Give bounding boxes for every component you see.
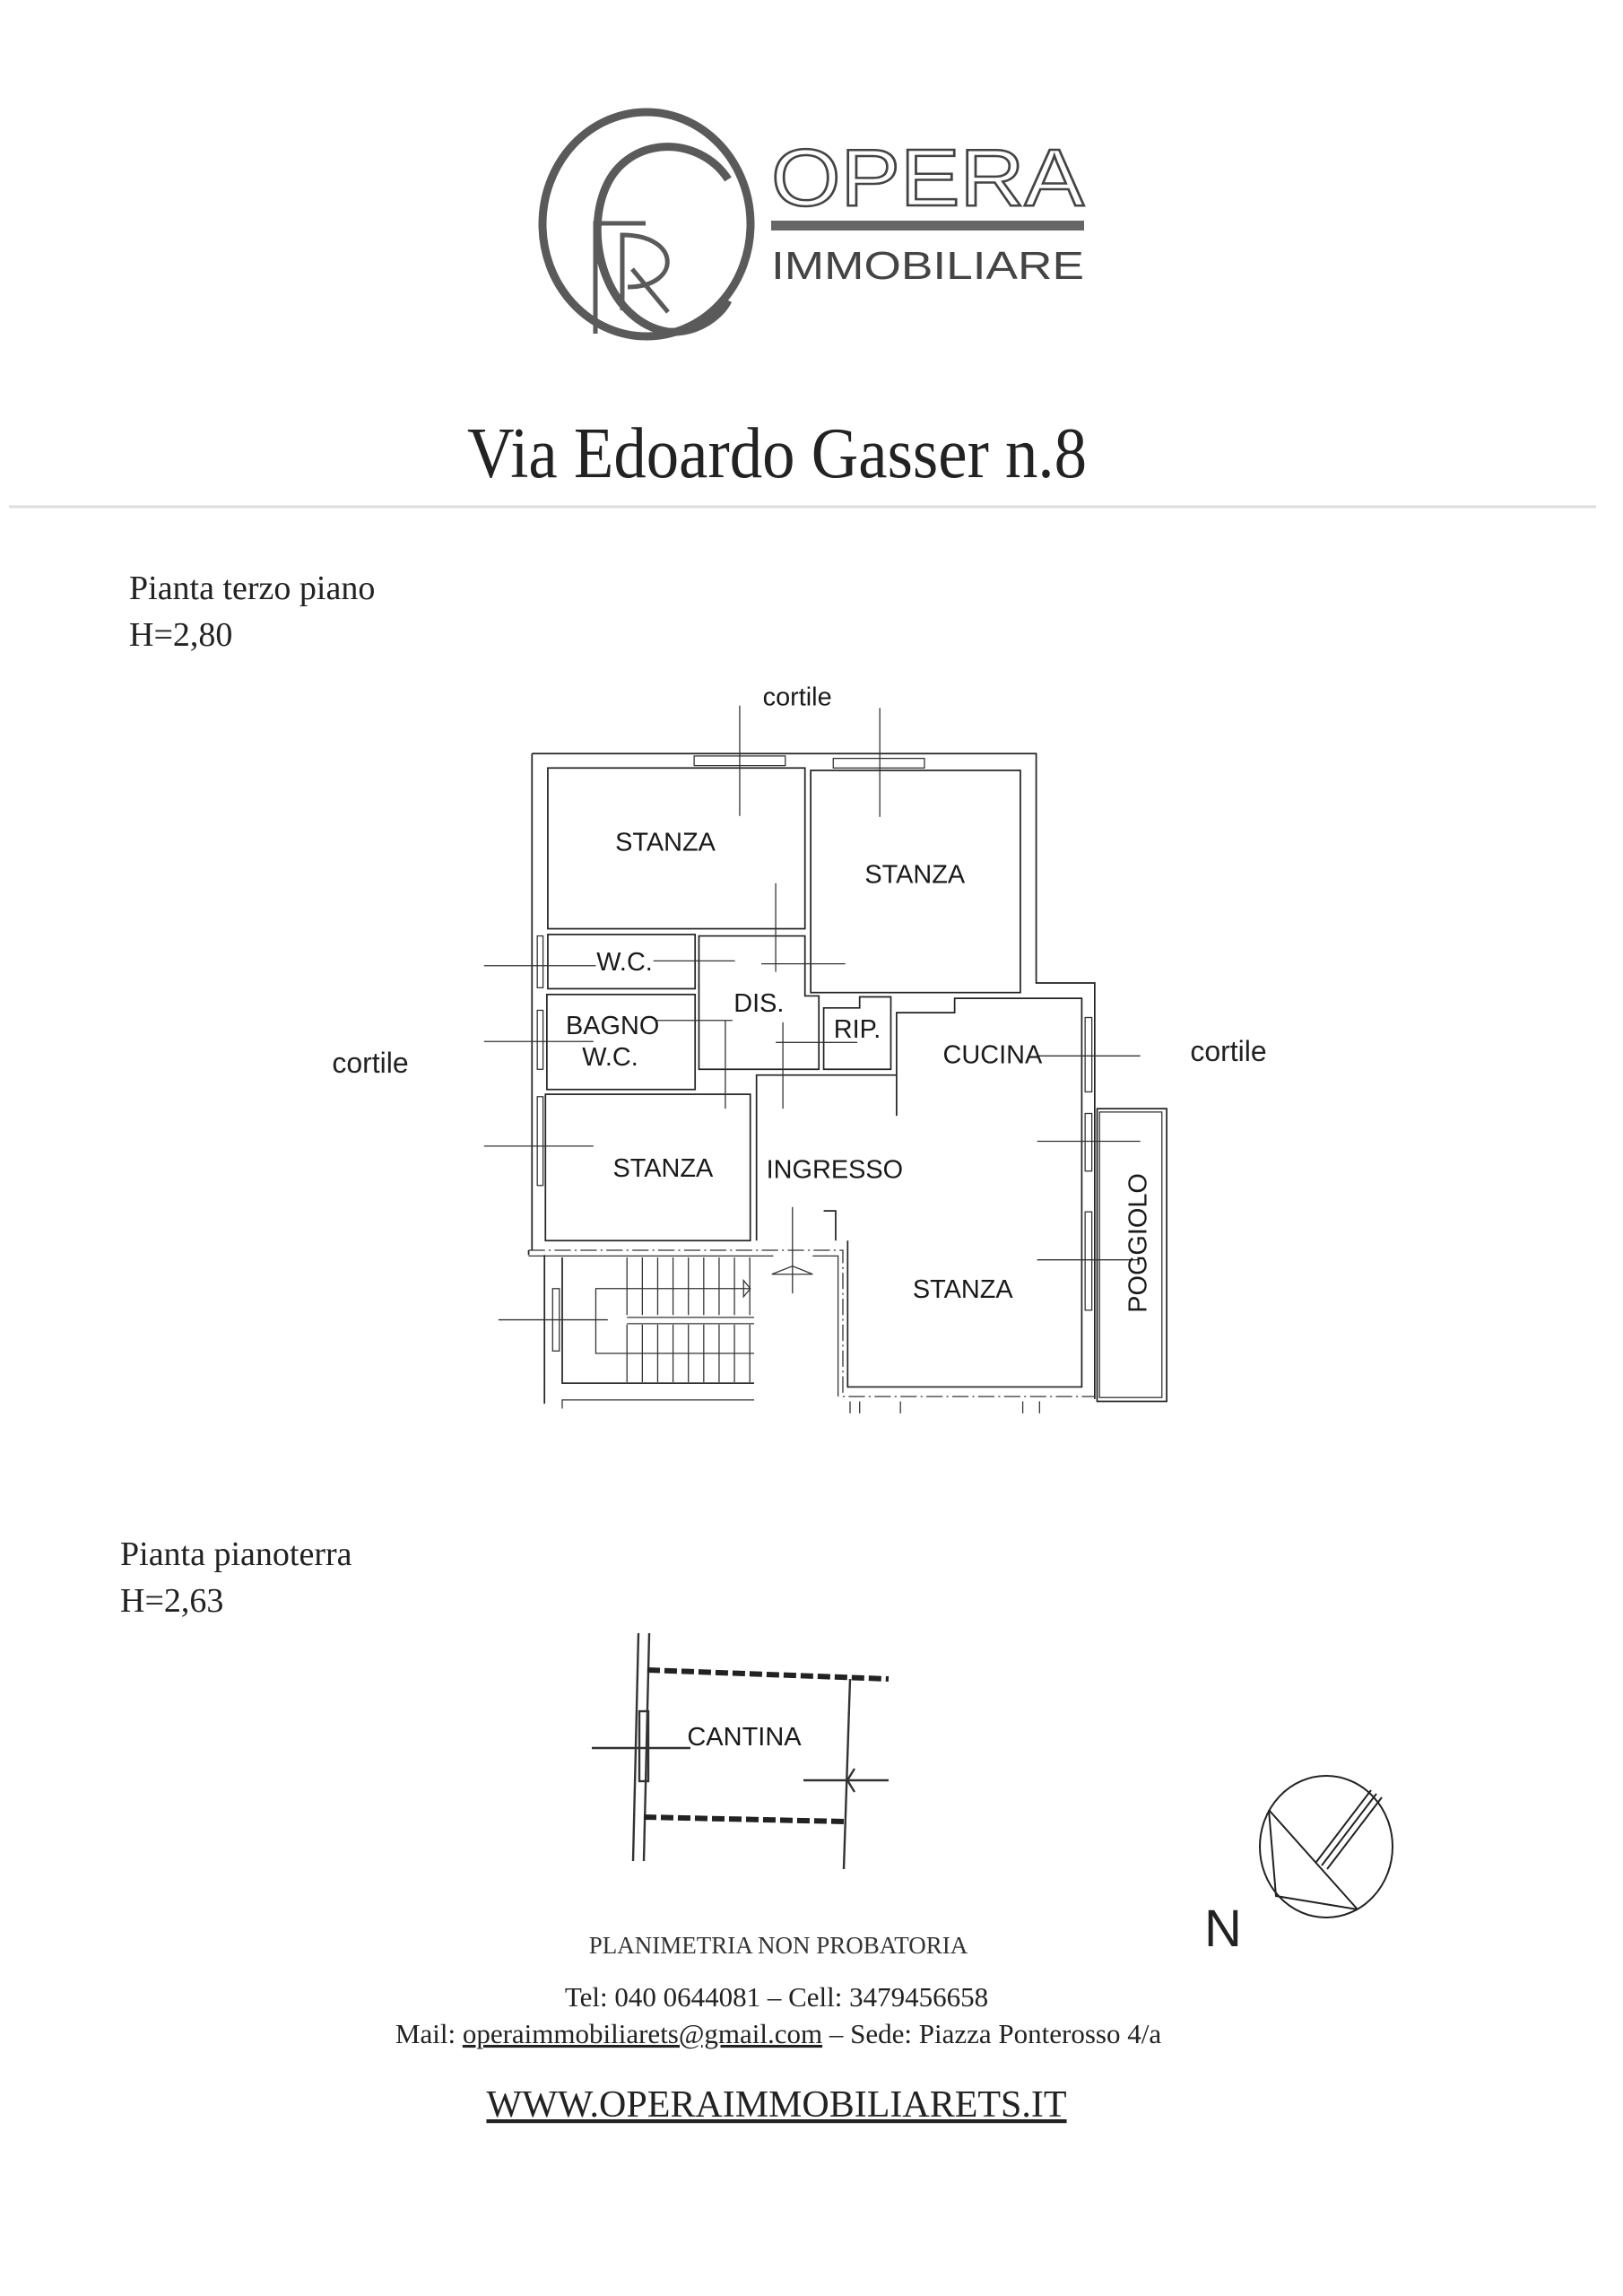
stair-steps [595, 1257, 754, 1383]
logo-p-stem [593, 221, 646, 334]
room-dis [698, 935, 820, 1071]
logo-divider-bar [771, 221, 1084, 230]
lower-floor-outline [561, 1399, 1040, 1413]
logo-outer-ring [538, 108, 755, 341]
label-poggiolo: POGGIOLO [1124, 1173, 1153, 1313]
balcony-inner [1098, 1111, 1163, 1398]
label-cantina: CANTINA [687, 1723, 802, 1752]
label-cortile-left: cortile [332, 1047, 408, 1079]
north-compass-icon [1259, 1775, 1393, 1918]
logo-subtitle-text: IMMOBILIARE [771, 244, 1084, 288]
room-stanza-ne [810, 770, 1021, 994]
entrance-jamb [823, 1210, 837, 1241]
cantina-east-wall [842, 1678, 852, 1870]
outer-wall-west [527, 753, 534, 1256]
window-leader-lines [483, 705, 1141, 1321]
third-floor-height: H=2,80 [129, 616, 232, 654]
room-ingresso [755, 1074, 897, 1241]
label-stanza-se: STANZA [913, 1275, 1014, 1304]
cantina-south-wall [643, 1814, 846, 1824]
compass-north-label: N [1204, 1900, 1242, 1958]
ground-floor-height: H=2,63 [120, 1582, 223, 1620]
label-bagno-wc: W.C. [582, 1043, 638, 1072]
contact-phone-line: Tel: 040 0644081 – Cell: 3479456658 [565, 1981, 988, 2013]
property-address-title: Via Edoardo Gasser n.8 [467, 414, 1087, 493]
landing-edge [528, 1255, 839, 1397]
label-stanza-ne: STANZA [864, 861, 966, 890]
label-cucina: CUCINA [943, 1040, 1043, 1069]
room-cucina-stanza [846, 997, 1083, 1388]
room-rip [822, 996, 892, 1071]
logo-inner-arc [593, 143, 733, 336]
label-cortile-top: cortile [763, 683, 832, 712]
ground-floor-plan: CANTINA [592, 1632, 890, 1870]
email-link[interactable]: operaimmobiliarets@gmail.com [463, 2018, 822, 2049]
opera-logo [538, 108, 755, 341]
label-bagno: BAGNO [566, 1012, 659, 1040]
windows [536, 755, 1093, 1352]
room-wc [547, 934, 697, 990]
label-cortile-right: cortile [1190, 1035, 1266, 1067]
label-wc: W.C. [596, 948, 653, 977]
label-stanza-nw: STANZA [615, 828, 716, 857]
cantina-leader-lines [592, 1746, 889, 1793]
logo-brand-text: OPERA [771, 134, 1084, 223]
label-rip: RIP. [834, 1015, 881, 1044]
office-address: – Sede: Piazza Ponterosso 4/a [822, 2018, 1161, 2049]
property-boundary [528, 1249, 1095, 1397]
label-stanza-sw: STANZA [612, 1154, 714, 1183]
label-ingresso: INGRESSO [767, 1156, 903, 1185]
third-floor-plan: cortile [483, 683, 1167, 1413]
room-stanza-sw [544, 1093, 751, 1242]
ground-floor-heading: Pianta pianoterra [120, 1535, 352, 1573]
mail-prefix: Mail: [395, 2018, 463, 2049]
label-dis: DIS. [733, 989, 784, 1018]
third-floor-heading: Pianta terzo piano [129, 570, 375, 607]
website-link[interactable]: WWW.OPERAIMMOBILIARETS.IT [486, 2084, 1066, 2126]
disclaimer-text: PLANIMETRIA NON PROBATORIA [589, 1932, 968, 1959]
stair-walls [543, 1255, 754, 1405]
cantina-north-wall [647, 1667, 890, 1682]
outer-wall-north-east [532, 752, 1096, 1399]
balcony-poggiolo [1096, 1108, 1167, 1403]
cantina-window [638, 1709, 650, 1783]
room-stanza-nw [547, 767, 806, 930]
contact-mail-line: Mail: operaimmobiliarets@gmail.com – Sed… [395, 2018, 1161, 2049]
logo-r-glyph [620, 232, 670, 314]
